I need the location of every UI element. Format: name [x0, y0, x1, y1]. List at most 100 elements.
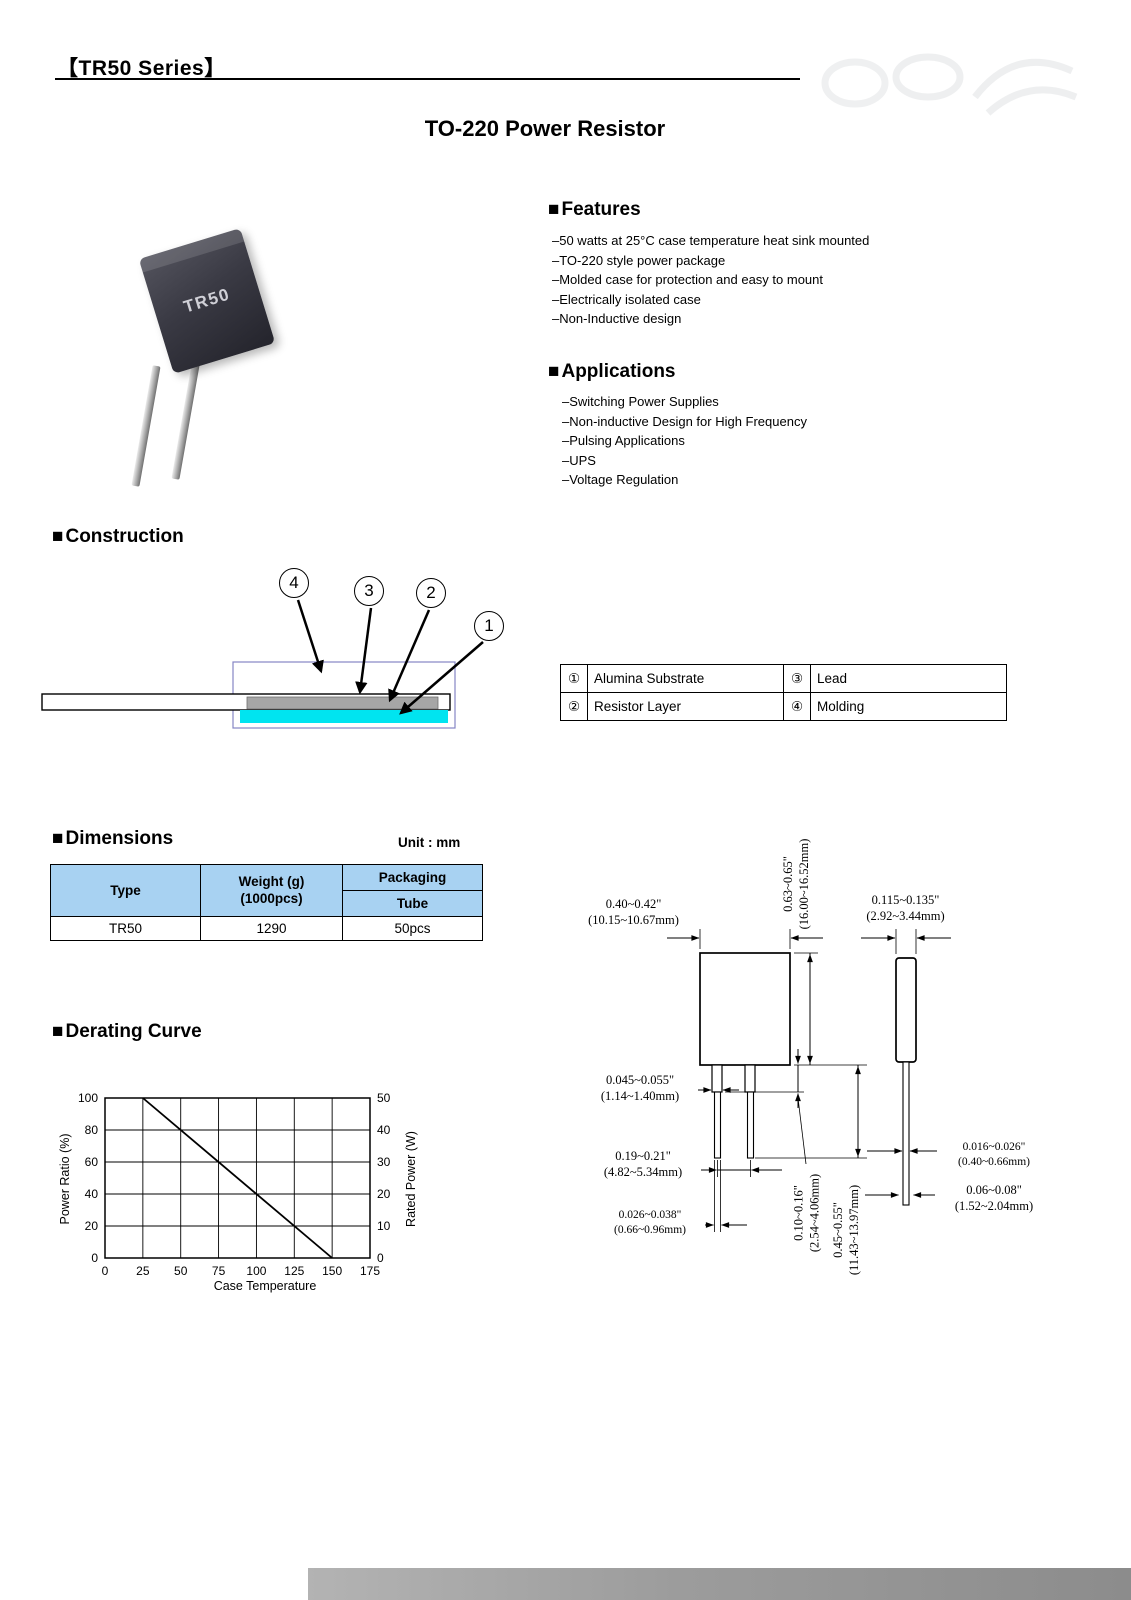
derating-heading-text: Derating Curve [65, 1021, 202, 1042]
feature-item: –50 watts at 25°C case temperature heat … [552, 233, 870, 248]
dim-lead-pitch: 0.19~0.21" (4.82~5.34mm) [603, 1149, 683, 1179]
front-view-body [699, 952, 791, 1066]
resistor-marking: TR50 [181, 284, 233, 317]
callout-lead: 3 [354, 576, 384, 606]
cell-tube: 50pcs [342, 916, 483, 941]
construction-legend: ① Alumina Substrate ③ Lead ② Resistor La… [560, 664, 1007, 721]
svg-text:175: 175 [360, 1264, 380, 1278]
header-rule [55, 78, 800, 80]
svg-text:0: 0 [91, 1251, 98, 1265]
dim-body-width: 0.40~0.42" (10.15~10.67mm) [588, 897, 679, 927]
feature-item: –Non-Inductive design [552, 311, 682, 326]
side-view-lead [902, 1061, 910, 1206]
features-heading: ■Features [548, 199, 641, 221]
section-marker-icon: ■ [52, 1021, 64, 1042]
substrate-bar [240, 710, 448, 723]
legend-label: Alumina Substrate [587, 664, 784, 693]
svg-text:75: 75 [212, 1264, 226, 1278]
legend-num: ④ [783, 692, 811, 721]
legend-label: Resistor Layer [587, 692, 784, 721]
dim-shoulder-length: 0.10~0.16" (2.54~4.06mm) [791, 1173, 822, 1253]
application-item: –Non-inductive Design for High Frequency [562, 413, 807, 429]
dimensions-table: Type Weight (g) (1000pcs) Packaging Tube… [50, 864, 483, 941]
table-subheader-row: Tube [51, 890, 483, 917]
x-axis-label: Case Temperature [213, 1279, 317, 1293]
application-item: –Pulsing Applications [562, 433, 685, 448]
cell-weight: 1290 [200, 916, 343, 941]
svg-text:30: 30 [377, 1155, 391, 1169]
svg-text:80: 80 [85, 1123, 99, 1137]
dim-body-height: 0.63~0.65" (16.00~16.52mm) [781, 838, 811, 930]
application-item: –UPS [562, 452, 596, 468]
section-marker-icon: ■ [548, 199, 560, 220]
resistor-body: TR50 [138, 228, 276, 374]
svg-text:25: 25 [136, 1264, 150, 1278]
legend-label: Molding [810, 692, 1007, 721]
col-header-packaging: Packaging [342, 864, 483, 891]
feature-item: –Molded case for protection and easy to … [552, 272, 823, 287]
resistor-lead-left [131, 365, 161, 487]
dim-lead-thickness: 0.016~0.026" (0.40~0.66mm) [957, 1141, 1031, 1168]
applications-heading-text: Applications [561, 361, 676, 382]
footer-bar [308, 1568, 1131, 1600]
legend-num: ② [560, 692, 588, 721]
svg-text:20: 20 [377, 1187, 391, 1201]
application-item: –Voltage Regulation [562, 472, 679, 487]
derating-heading: ■Derating Curve [52, 1021, 202, 1043]
dimensions-heading: ■Dimensions [52, 828, 173, 850]
dim-lead-length: 0.45~0.55" (11.43~13.97mm) [831, 1184, 861, 1276]
legend-num: ① [560, 664, 588, 693]
callout-molding: 4 [279, 568, 309, 598]
page-title: TO-220 Power Resistor [424, 116, 666, 141]
table-row: TR50 1290 50pcs [50, 916, 483, 941]
svg-text:125: 125 [284, 1264, 304, 1278]
section-marker-icon: ■ [52, 828, 64, 849]
applications-list: –Switching Power Supplies –Non-inductive… [562, 392, 807, 490]
legend-num: ③ [783, 664, 811, 693]
product-photo: TR50 [110, 225, 310, 495]
y-axis-label-right: Rated Power (W) [404, 1131, 418, 1227]
dim-base-thickness: 0.06~0.08" (1.52~2.04mm) [954, 1183, 1034, 1213]
svg-text:40: 40 [377, 1123, 391, 1137]
feature-item: –Electrically isolated case [552, 291, 701, 307]
series-title: 【TR50 Series】 [57, 57, 226, 80]
unit-note: Unit : mm [398, 835, 461, 850]
construction-diagram [41, 599, 484, 729]
dimension-drawing [667, 929, 951, 1232]
table-header-row: Type Weight (g) (1000pcs) Packaging [50, 864, 483, 917]
y-axis-label-left: Power Ratio (%) [58, 1133, 72, 1225]
svg-text:100: 100 [78, 1091, 98, 1105]
features-heading-text: Features [561, 199, 641, 220]
construction-heading: ■Construction [52, 526, 184, 548]
side-view-body [895, 957, 917, 1063]
col-header-tube: Tube [342, 890, 483, 917]
features-list: –50 watts at 25°C case temperature heat … [552, 231, 869, 329]
svg-text:50: 50 [377, 1091, 391, 1105]
section-marker-icon: ■ [548, 361, 560, 382]
legend-row: ① Alumina Substrate ③ Lead [560, 664, 1007, 693]
cell-type: TR50 [50, 916, 201, 941]
svg-text:60: 60 [85, 1155, 99, 1169]
dim-body-thickness: 0.115~0.135" (2.92~3.44mm) [866, 893, 945, 923]
callout-resistor-layer: 2 [416, 578, 446, 608]
svg-text:150: 150 [322, 1264, 342, 1278]
col-header-weight: Weight (g) (1000pcs) [200, 864, 343, 917]
legend-label: Lead [810, 664, 1007, 693]
svg-text:100: 100 [246, 1264, 266, 1278]
section-marker-icon: ■ [52, 526, 64, 547]
svg-text:40: 40 [85, 1187, 99, 1201]
applications-heading: ■Applications [548, 361, 676, 383]
svg-text:20: 20 [85, 1219, 99, 1233]
dimensions-heading-text: Dimensions [65, 828, 174, 849]
application-item: –Switching Power Supplies [562, 394, 719, 409]
feature-item: –TO-220 style power package [552, 252, 726, 268]
svg-text:0: 0 [377, 1251, 384, 1265]
svg-text:10: 10 [377, 1219, 391, 1233]
callout-substrate: 1 [474, 611, 504, 641]
col-header-type: Type [50, 864, 201, 917]
legend-row: ② Resistor Layer ④ Molding [560, 692, 1007, 721]
dim-lead-tip-width: 0.026~0.038" (0.66~0.96mm) [613, 1209, 687, 1236]
resistor-lead-right [171, 358, 201, 480]
